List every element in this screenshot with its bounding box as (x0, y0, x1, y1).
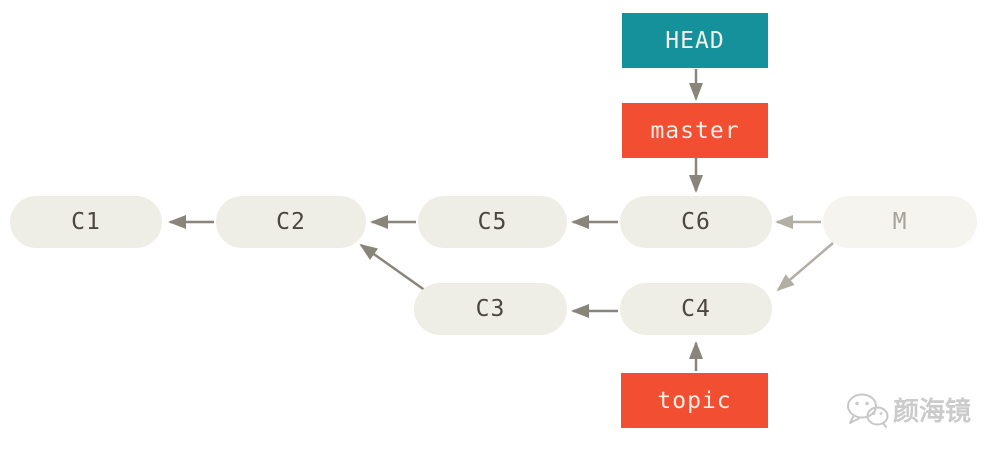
head-pointer-box: HEAD (622, 13, 768, 68)
watermark: 颜海镜 (845, 391, 971, 428)
commit-node-c1: C1 (10, 196, 162, 248)
commit-node-c3: C3 (414, 283, 567, 335)
edge-m-to-c4 (776, 242, 834, 292)
commit-node-c5: C5 (418, 196, 567, 248)
commit-node-m: M (823, 196, 977, 248)
commit-node-c4: C4 (620, 283, 772, 335)
master-pointer-box: master (622, 103, 768, 158)
wechat-icon (847, 393, 889, 428)
commit-node-c2: C2 (216, 196, 366, 248)
topic-pointer-box: topic (621, 373, 768, 428)
watermark-text: 颜海镜 (893, 397, 972, 427)
commit-node-c6: C6 (620, 196, 772, 248)
edge-c3-to-c2 (359, 243, 427, 293)
